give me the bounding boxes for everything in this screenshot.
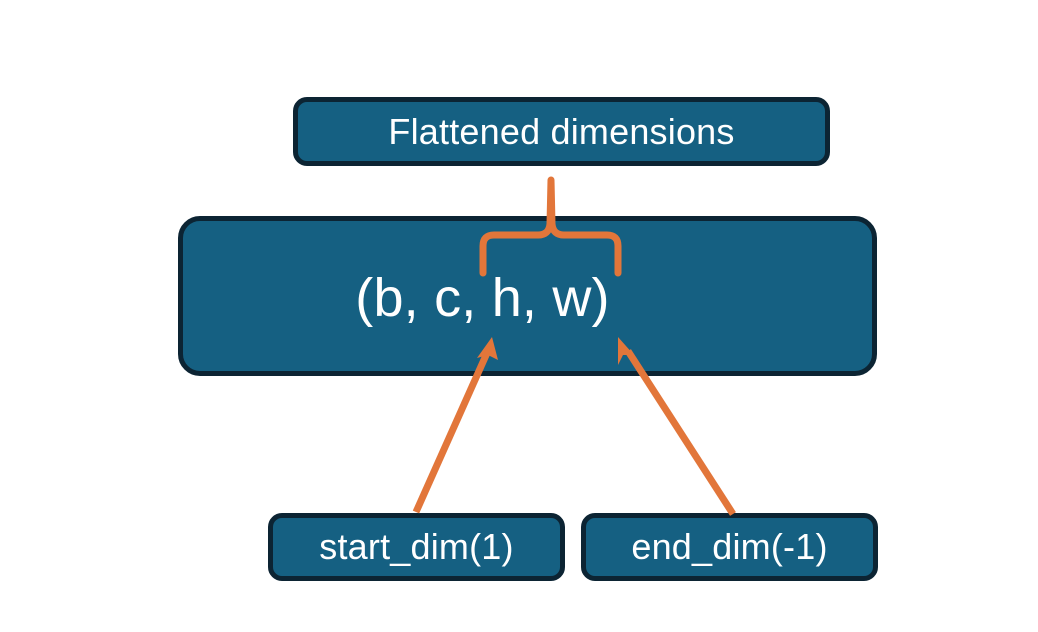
node-tensor-shape[interactable]: (b, c, h, w) — [178, 216, 877, 376]
node-end-dim[interactable]: end_dim(-1) — [581, 513, 878, 581]
node-flattened-dimensions[interactable]: Flattened dimensions — [293, 97, 830, 166]
node-end-dim-label: end_dim(-1) — [631, 526, 828, 567]
node-start-dim-label: start_dim(1) — [319, 526, 514, 567]
node-start-dim[interactable]: start_dim(1) — [268, 513, 565, 581]
node-tensor-shape-label: (b, c, h, w) — [355, 268, 610, 328]
node-flattened-dimensions-label: Flattened dimensions — [388, 110, 735, 152]
